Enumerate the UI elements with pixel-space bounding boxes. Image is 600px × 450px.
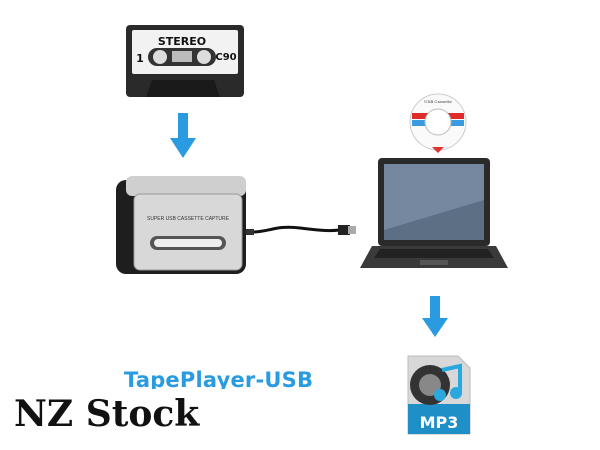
down-arrow-icon xyxy=(422,296,448,337)
brand-text: TapePlayer-USB xyxy=(124,368,314,389)
mp3-file-icon: MP3 xyxy=(407,355,471,435)
stock-text: NZ Stock xyxy=(14,393,200,435)
down-arrow-icon xyxy=(170,113,196,158)
cassette-type: C90 xyxy=(215,52,236,63)
cassette-tape: STEREO 1 C90 xyxy=(126,25,244,97)
software-cd: USB Cassette xyxy=(409,93,467,153)
usb-cassette-player: SUPER USB CASSETTE CAPTURE xyxy=(116,176,246,274)
cd-label: USB Cassette xyxy=(424,99,452,104)
usb-cable xyxy=(246,225,356,235)
laptop xyxy=(360,158,508,268)
cassette-label: STEREO xyxy=(158,35,206,48)
mp3-label: MP3 xyxy=(420,413,459,432)
player-label: SUPER USB CASSETTE CAPTURE xyxy=(147,216,230,222)
cassette-side: 1 xyxy=(136,52,144,65)
